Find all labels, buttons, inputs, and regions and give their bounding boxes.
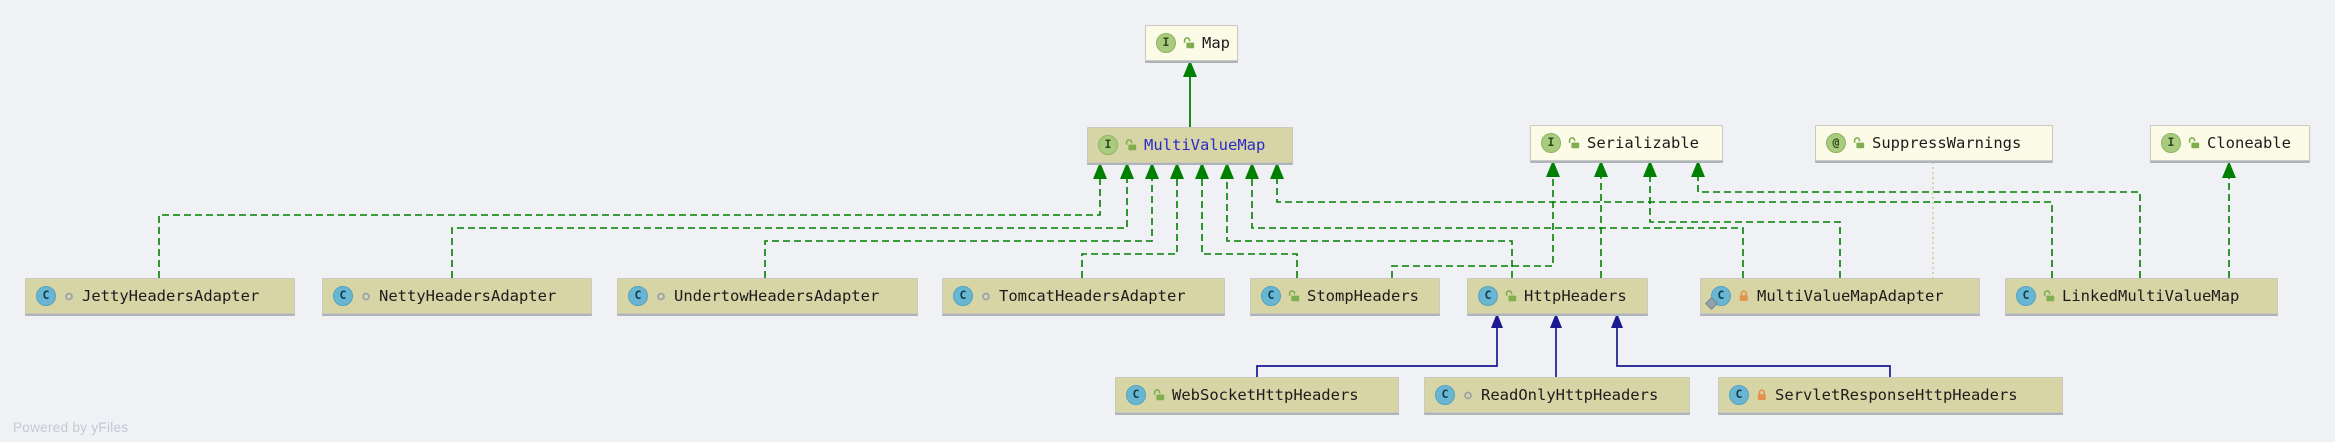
class-icon: C [628,286,648,306]
class-node-nettyheadersadapter[interactable]: C NettyHeadersAdapter [322,278,592,314]
node-label: UndertowHeadersAdapter [674,287,880,305]
edge-realization-stompheaders-to-multivaluemap [1195,162,1298,278]
visibility-public-icon [1852,136,1866,150]
class-icon: C [1705,286,1731,310]
visibility-package-icon [1461,388,1475,402]
edge-realization-multivaluemapadapter-to-serializable [1643,160,1841,278]
class-icon: C [36,286,56,306]
class-node-jettyheadersadapter[interactable]: C JettyHeadersAdapter [25,278,295,314]
visibility-public-icon [1287,289,1301,303]
visibility-public-icon [1124,138,1138,152]
edge-extends-websockethttpheaders-to-httpheaders [1256,313,1503,377]
node-label: WebSocketHttpHeaders [1172,386,1359,404]
visibility-package-icon [654,289,668,303]
interface-node-multivaluemap[interactable]: I MultiValueMap [1087,127,1293,163]
yfiles-watermark: Powered by yFiles [13,420,128,435]
edge-realization-httpheaders-to-multivaluemap [1220,162,1513,278]
class-icon: C [1729,385,1749,405]
node-label: JettyHeadersAdapter [82,287,260,305]
interface-icon: I [2161,133,2181,153]
class-node-linkedmultivaluemap[interactable]: C LinkedMultiValueMap [2005,278,2278,314]
visibility-package-icon [979,289,993,303]
node-label: SuppressWarnings [1872,134,2022,152]
interface-node-serializable[interactable]: I Serializable [1530,125,1723,161]
class-icon: C [1478,286,1498,306]
class-node-multivaluemapadapter[interactable]: C MultiValueMapAdapter [1700,278,1980,314]
interface-icon: I [1156,33,1176,53]
class-node-servletresponsehttpheaders[interactable]: C ServletResponseHttpHeaders [1718,377,2063,413]
node-label: StompHeaders [1307,287,1419,305]
node-label: Serializable [1587,134,1699,152]
edge-realization-multivaluemapadapter-to-multivaluemap [1245,162,1744,278]
class-icon: C [1261,286,1281,306]
class-node-readonlyhttpheaders[interactable]: C ReadOnlyHttpHeaders [1424,377,1690,413]
class-icon: C [333,286,353,306]
node-label: TomcatHeadersAdapter [999,287,1186,305]
diamond-overlay-icon [1705,297,1718,310]
node-label: MultiValueMap [1144,136,1266,154]
visibility-private-icon [1755,388,1769,402]
annotation-node-suppresswarnings[interactable]: @ SuppressWarnings [1815,125,2053,161]
visibility-public-icon [1152,388,1166,402]
visibility-private-icon [1737,289,1751,303]
edge-realization-undertowheadersadapter-to-multivaluemap [764,162,1159,278]
visibility-package-icon [359,289,373,303]
edge-realization-stompheaders-to-serializable [1391,160,1560,278]
class-node-undertowheadersadapter[interactable]: C UndertowHeadersAdapter [617,278,918,314]
visibility-public-icon [2187,136,2201,150]
class-icon: C [953,286,973,306]
interface-node-map[interactable]: I Map [1145,25,1238,61]
class-icon: C [1435,385,1455,405]
node-label: HttpHeaders [1524,287,1627,305]
watermark-prefix: Powered by [13,420,92,435]
edge-realization-tomcatheadersadapter-to-multivaluemap [1081,162,1184,278]
node-label: ServletResponseHttpHeaders [1775,386,2018,404]
node-label: NettyHeadersAdapter [379,287,557,305]
visibility-public-icon [1567,136,1581,150]
visibility-package-icon [62,289,76,303]
interface-node-cloneable[interactable]: I Cloneable [2150,125,2310,161]
visibility-public-icon [1504,289,1518,303]
class-node-stompheaders[interactable]: C StompHeaders [1250,278,1440,314]
class-node-websockethttpheaders[interactable]: C WebSocketHttpHeaders [1115,377,1399,413]
edge-realization-nettyheadersadapter-to-multivaluemap [451,162,1134,278]
interface-icon: I [1098,135,1118,155]
node-label: Map [1202,34,1230,52]
class-icon: C [2016,286,2036,306]
interface-icon: I [1541,133,1561,153]
node-label: Cloneable [2207,134,2291,152]
class-icon: C [1126,385,1146,405]
watermark-brand: yFiles [91,420,129,435]
edge-realization-jettyheadersadapter-to-multivaluemap [158,162,1107,278]
visibility-public-icon [1182,36,1196,50]
node-label: LinkedMultiValueMap [2062,287,2240,305]
node-label: MultiValueMapAdapter [1757,287,1944,305]
annotation-icon: @ [1826,133,1846,153]
edge-realization-linkedmultivaluemap-to-multivaluemap [1270,162,2053,278]
node-label: ReadOnlyHttpHeaders [1481,386,1659,404]
edge-realization-linkedmultivaluemap-to-serializable [1691,160,2141,278]
edge-extends-servletresponsehttpheaders-to-httpheaders [1611,313,1891,377]
class-node-tomcatheadersadapter[interactable]: C TomcatHeadersAdapter [942,278,1225,314]
visibility-public-icon [2042,289,2056,303]
class-node-httpheaders[interactable]: C HttpHeaders [1467,278,1648,314]
